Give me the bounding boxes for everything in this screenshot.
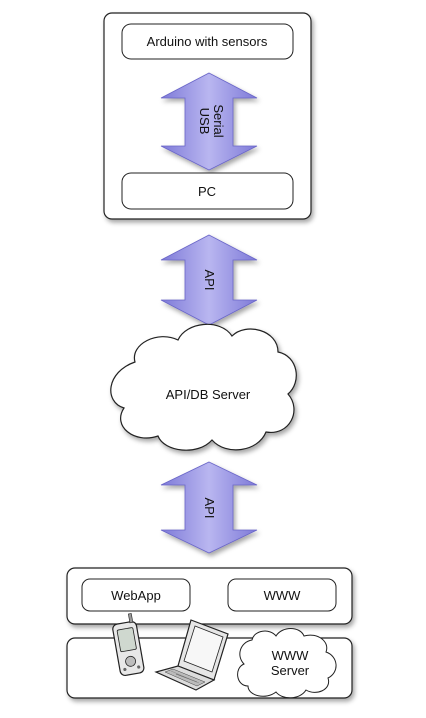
www-server-label-line2: Server [271, 663, 310, 678]
pc-label: PC [198, 184, 216, 199]
clients-group: WebApp WWW [66, 567, 353, 625]
webapp-box [81, 578, 191, 612]
pc-box [121, 172, 294, 210]
www-server-cloud: WWW Server [237, 628, 337, 699]
www-server-label-line1: WWW [272, 648, 310, 663]
top-group: Arduino with sensors USB Serial PC [103, 12, 312, 220]
serial-label: Serial [211, 104, 226, 137]
handheld-device-icon [112, 613, 145, 677]
api-label-top: API [202, 270, 217, 291]
arduino-label: Arduino with sensors [147, 34, 268, 49]
arduino-box [121, 23, 294, 60]
usb-serial-arrow [160, 72, 258, 171]
cloud-label: API/DB Server [166, 387, 251, 402]
www-label: WWW [264, 588, 302, 603]
devices-group: WWW Server [66, 613, 353, 699]
api-db-server-cloud: API/DB Server [110, 323, 297, 451]
laptop-icon [154, 619, 229, 691]
www-server-cloud-shape [237, 628, 337, 699]
usb-label: USB [197, 108, 212, 135]
www-box [227, 578, 337, 612]
cloud-shape [110, 323, 297, 451]
webapp-label: WebApp [111, 588, 161, 603]
api-arrow-bottom [160, 461, 258, 554]
api-label-bottom: API [202, 498, 217, 519]
